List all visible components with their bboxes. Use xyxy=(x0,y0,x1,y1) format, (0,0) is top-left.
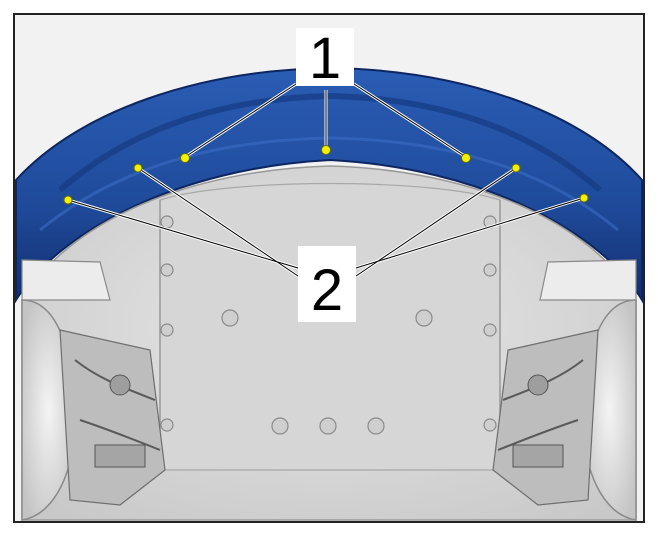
bumper-inner-ridge xyxy=(58,92,602,193)
panel-mount-holes xyxy=(160,215,497,435)
callout-2-box xyxy=(298,246,356,322)
screw-head-icon xyxy=(63,195,73,205)
screw-head-icon xyxy=(579,193,589,203)
screw-head-icon xyxy=(511,163,521,173)
screw-head-icon xyxy=(63,145,589,205)
screw-head-icon xyxy=(133,163,143,173)
callout-2-label: 2 xyxy=(311,258,343,323)
screw-head-icon xyxy=(180,153,190,163)
screw-head-icon xyxy=(321,145,331,155)
callout-1-label: 1 xyxy=(309,26,341,91)
callout-1-box xyxy=(296,28,354,86)
screw-head-icon xyxy=(461,153,471,163)
right-wheel-assembly xyxy=(492,259,637,521)
skid-plate xyxy=(159,182,501,471)
left-wheel-assembly xyxy=(21,259,166,521)
